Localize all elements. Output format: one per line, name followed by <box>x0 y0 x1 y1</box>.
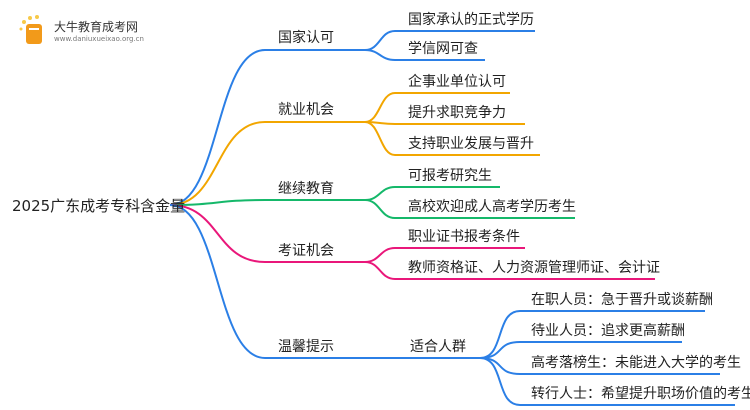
leaf: 提升求职竞争力 <box>408 105 506 121</box>
leaf: 学信网可查 <box>408 41 478 57</box>
leaf: 高考落榜生：未能进入大学的考生 <box>531 355 741 371</box>
root-node: 2025广东成考专科含金量 <box>12 197 186 215</box>
logo-url: www.daniuxueixao.org.cn <box>54 35 144 43</box>
leaf: 国家承认的正式学历 <box>408 12 534 28</box>
logo-icon <box>18 14 52 52</box>
logo-name: 大牛教育成考网 <box>54 20 139 34</box>
branch-温馨提示: 温馨提示 <box>278 339 334 355</box>
branch-就业机会: 就业机会 <box>278 102 334 118</box>
leaf: 职业证书报考条件 <box>408 229 520 245</box>
leaf: 待业人员：追求更高薪酬 <box>531 323 685 339</box>
subbranch-适合人群: 适合人群 <box>410 339 466 355</box>
branch-继续教育: 继续教育 <box>278 181 334 197</box>
leaf: 转行人士：希望提升职场价值的考生 <box>531 386 750 402</box>
leaf: 高校欢迎成人高考学历考生 <box>408 199 576 215</box>
branch-考证机会: 考证机会 <box>278 243 334 259</box>
leaf: 在职人员：急于晋升或谈薪酬 <box>531 292 713 308</box>
branch-国家认可: 国家认可 <box>278 30 334 46</box>
leaf: 可报考研究生 <box>408 168 492 184</box>
leaf: 支持职业发展与晋升 <box>408 136 534 152</box>
leaf: 企事业单位认可 <box>408 74 506 90</box>
leaf: 教师资格证、人力资源管理师证、会计证 <box>408 260 660 276</box>
